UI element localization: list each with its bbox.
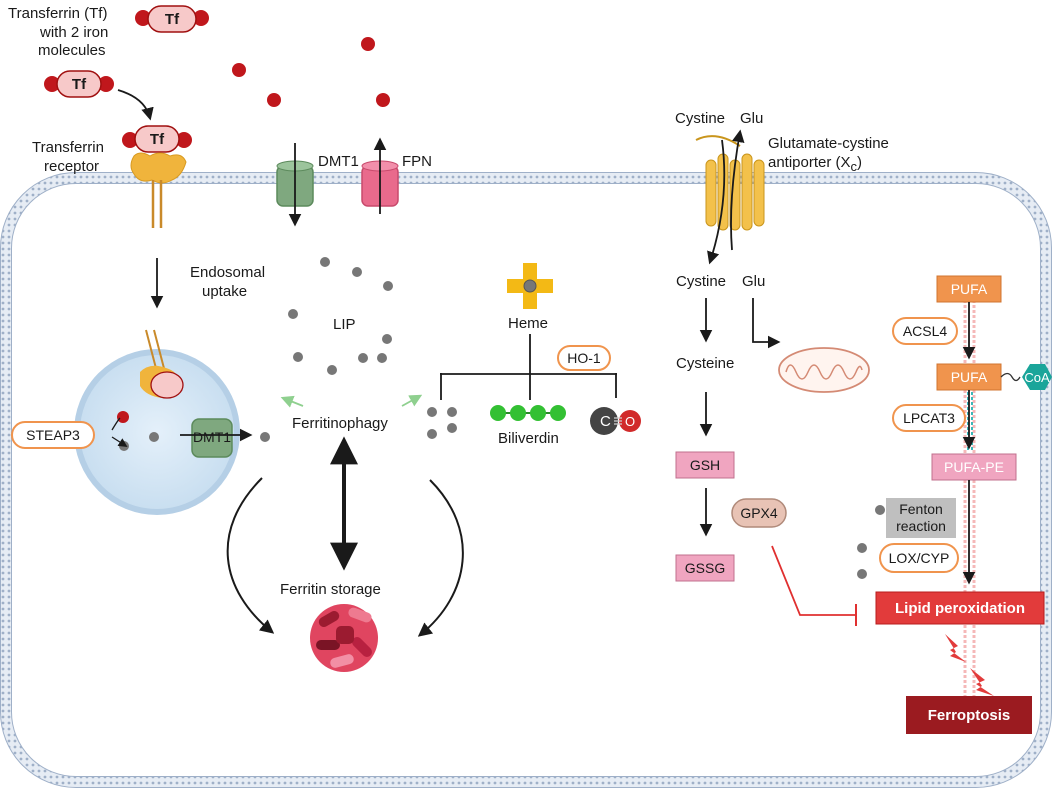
coa-label: CoA (1024, 370, 1050, 385)
carbon-monoxide: C O (590, 407, 641, 435)
svg-text:Glu: Glu (740, 110, 763, 127)
tf-molecule-mid: Tf (44, 70, 114, 98)
mitochondrion-icon (778, 347, 870, 393)
gsh-label: GSH (690, 457, 720, 473)
labile-iron-pool: Endosomal uptake LIP (190, 257, 393, 375)
svg-text:Cystine: Cystine (676, 273, 726, 290)
gpx4-label: GPX4 (740, 505, 778, 521)
transferrin-title-1: Transferrin (Tf) (8, 5, 107, 22)
svg-text:Biliverdin: Biliverdin (498, 430, 559, 447)
biliverdin: Biliverdin (490, 405, 566, 447)
pufa-label-2: PUFA (951, 369, 988, 385)
gssg-label: GSSG (685, 560, 725, 576)
svg-text:Heme: Heme (508, 315, 548, 332)
ferroptosis-label: Ferroptosis (928, 707, 1011, 724)
svg-text:FPN: FPN (402, 153, 432, 170)
heme: Heme HO-1 Biliverdin C O (427, 263, 641, 447)
steap3-label: STEAP3 (26, 427, 80, 443)
svg-text:Cysteine: Cysteine (676, 355, 734, 372)
svg-text:DMT1: DMT1 (318, 153, 359, 170)
svg-text:Ferritin storage: Ferritin storage (280, 581, 381, 598)
svg-text:Glutamate-cystine: Glutamate-cystine (768, 135, 889, 152)
lipid-peroxidation-label: Lipid peroxidation (895, 600, 1025, 617)
glutamate-cystine-antiporter: Cystine Glu Glutamate-cystine antiporter… (675, 110, 889, 626)
extracellular-iron (232, 37, 390, 107)
dmt1-channel: DMT1 (276, 143, 359, 227)
svg-text:Tf: Tf (72, 76, 87, 93)
transferrin-title-3: molecules (38, 42, 106, 59)
pufa-pe-label: PUFA-PE (944, 459, 1004, 475)
svg-text:DMT1: DMT1 (193, 429, 231, 445)
svg-text:C: C (600, 413, 611, 430)
ho1-label: HO-1 (567, 350, 601, 366)
svg-text:Endosomal: Endosomal (190, 264, 265, 281)
endosome: STEAP3 DMT1 (11, 329, 270, 515)
svg-text:Ferritinophagy: Ferritinophagy (292, 415, 388, 432)
svg-text:Transferrin: Transferrin (32, 139, 104, 156)
fpn-channel: FPN (361, 137, 432, 214)
svg-text:Glu: Glu (742, 273, 765, 290)
ferritinophagy: Ferritinophagy Ferritin storage (226, 394, 464, 672)
svg-text:LIP: LIP (333, 316, 356, 333)
lipid-pathway: PUFA ACSL4 PUFA CoA LPCAT3 PUFA-PE Fento… (857, 275, 1052, 734)
fenton-label-1: Fenton (899, 501, 943, 517)
transferrin-legend: Transferrin (Tf) with 2 iron molecules T… (8, 5, 209, 121)
transferrin-receptor: Transferrin receptor Tf (32, 125, 192, 228)
lpcat3-label: LPCAT3 (903, 410, 955, 426)
svg-text:Tf: Tf (150, 131, 165, 148)
svg-text:uptake: uptake (202, 283, 247, 300)
svg-text:Tf: Tf (165, 11, 180, 28)
svg-text:Cystine: Cystine (675, 110, 725, 127)
lox-cyp-label: LOX/CYP (889, 550, 950, 566)
fenton-label-2: reaction (896, 518, 946, 534)
pufa-label-1: PUFA (951, 281, 988, 297)
tf-molecule-top: Tf (135, 5, 209, 33)
transferrin-title-2: with 2 iron (39, 24, 108, 41)
svg-text:O: O (625, 414, 635, 429)
ferritin-cluster (310, 604, 378, 672)
svg-text:antiporter (Xc): antiporter (Xc) (768, 154, 862, 174)
acsl4-label: ACSL4 (903, 323, 948, 339)
svg-text:receptor: receptor (44, 158, 99, 175)
